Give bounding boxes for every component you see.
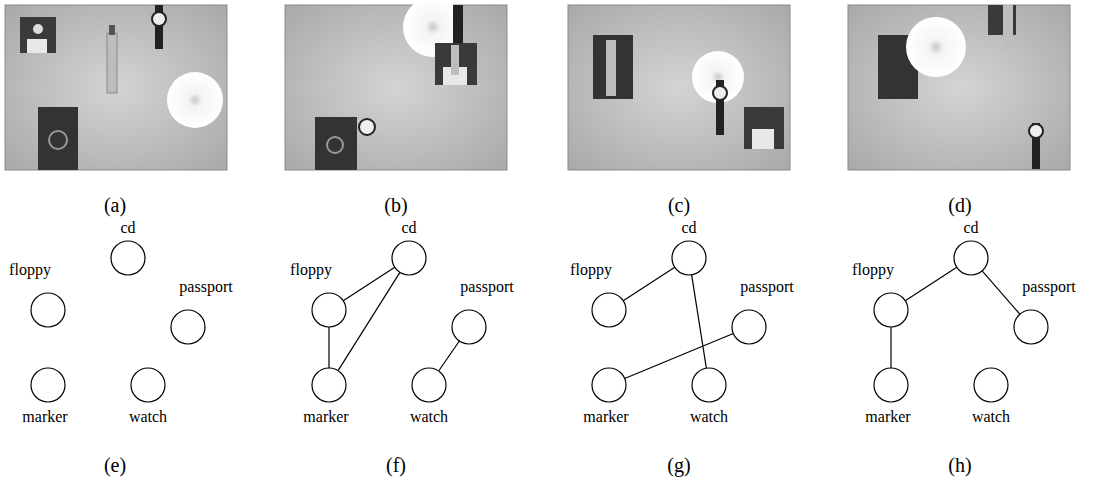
node-label: passport: [460, 278, 513, 296]
node-circle: [391, 240, 427, 276]
object-node: passport: [1013, 309, 1049, 345]
object-node: floppy: [30, 292, 66, 328]
relation-line: [343, 267, 394, 300]
panel-label: (h): [948, 454, 971, 476]
object-node: cd: [953, 240, 989, 276]
photo-c: [568, 5, 790, 170]
node-label: floppy: [290, 261, 332, 279]
node-label: marker: [583, 408, 628, 426]
object-node: passport: [451, 309, 487, 345]
object-node: floppy: [311, 292, 347, 328]
relation-line: [623, 267, 674, 300]
object-node: marker: [311, 367, 347, 403]
panel-label: (e): [104, 454, 126, 476]
object-node: watch: [691, 367, 727, 403]
object-node: cd: [671, 240, 707, 276]
object-node: watch: [973, 367, 1009, 403]
object-node: passport: [170, 309, 206, 345]
node-label: passport: [1022, 278, 1075, 296]
node-circle: [591, 292, 627, 328]
node-circle: [311, 367, 347, 403]
node-circle: [311, 292, 347, 328]
relation-line: [338, 272, 400, 370]
node-circle: [130, 367, 166, 403]
panel-label: (a): [104, 194, 126, 216]
object-node: cd: [391, 240, 427, 276]
object-node: watch: [130, 367, 166, 403]
node-circle: [731, 309, 767, 345]
node-circle: [953, 240, 989, 276]
node-label: watch: [690, 408, 728, 426]
node-label: watch: [129, 408, 167, 426]
node-label: floppy: [9, 261, 51, 279]
node-circle: [691, 367, 727, 403]
panel-label: (d): [948, 194, 971, 216]
object-node: floppy: [591, 292, 627, 328]
node-label: cd: [681, 219, 696, 237]
node-label: cd: [401, 219, 416, 237]
photo-b: [285, 0, 507, 170]
object-node: cd: [110, 240, 146, 276]
node-circle: [873, 367, 909, 403]
node-label: cd: [120, 219, 135, 237]
node-label: watch: [410, 408, 448, 426]
node-circle: [110, 240, 146, 276]
node-circle: [451, 309, 487, 345]
node-label: floppy: [852, 261, 894, 279]
object-node: marker: [591, 367, 627, 403]
node-label: watch: [972, 408, 1010, 426]
panel-label: (f): [386, 454, 406, 476]
node-circle: [411, 367, 447, 403]
relation-line: [328, 327, 329, 368]
node-circle: [1013, 309, 1049, 345]
node-label: marker: [303, 408, 348, 426]
object-node: watch: [411, 367, 447, 403]
relation-line: [982, 271, 1020, 314]
node-label: passport: [179, 278, 232, 296]
object-node: floppy: [873, 292, 909, 328]
node-label: marker: [865, 408, 910, 426]
relation-line: [692, 275, 707, 368]
node-label: passport: [740, 278, 793, 296]
relation-line: [905, 267, 956, 300]
photo-a: [5, 5, 227, 170]
relation-line: [890, 327, 891, 368]
node-label: floppy: [570, 261, 612, 279]
node-circle: [30, 367, 66, 403]
panel-label: (g): [667, 454, 690, 476]
panel-label: (b): [384, 194, 407, 216]
object-node: passport: [731, 309, 767, 345]
node-circle: [591, 367, 627, 403]
relation-line: [439, 341, 460, 371]
node-circle: [671, 240, 707, 276]
node-circle: [30, 292, 66, 328]
node-circle: [973, 367, 1009, 403]
object-node: marker: [30, 367, 66, 403]
object-node: marker: [873, 367, 909, 403]
node-circle: [873, 292, 909, 328]
node-circle: [170, 309, 206, 345]
photo-d: [848, 5, 1070, 170]
node-label: marker: [22, 408, 67, 426]
panel-label: (c): [668, 194, 690, 216]
node-label: cd: [963, 219, 978, 237]
